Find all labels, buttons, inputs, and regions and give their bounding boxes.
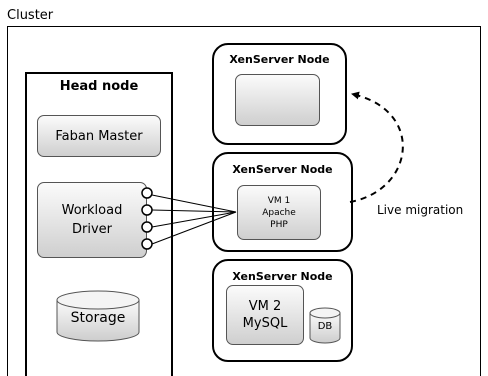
cluster-label: Cluster: [7, 8, 54, 23]
xenserver-node-3-title: XenServer Node: [232, 270, 333, 283]
vm1-label-line1: VM 1: [267, 195, 291, 206]
live-migration-arrow: [349, 91, 404, 203]
port-circle-3: [141, 221, 153, 233]
vm2-box: VM 2 MySQL: [226, 285, 304, 345]
port-circle-1: [141, 187, 153, 199]
workload-driver-label-line1: Workload: [61, 203, 123, 218]
storage-cylinder: [56, 290, 140, 342]
cluster-container: [7, 26, 481, 376]
storage-label: Storage: [70, 310, 126, 326]
db-cylinder: [309, 307, 341, 344]
vm2-label-line2: MySQL: [242, 316, 288, 331]
vm1-box: VM 1 Apache PHP: [237, 185, 321, 240]
workload-driver-label-line2: Driver: [71, 222, 112, 237]
vm2-label-line1: VM 2: [248, 299, 282, 314]
faban-master-label: Faban Master: [55, 128, 143, 144]
vm1-label-line2: Apache: [262, 207, 296, 218]
connection-lines: [151, 194, 237, 245]
faban-master-box: Faban Master: [37, 115, 161, 157]
xenserver-node-2-title: XenServer Node: [232, 163, 333, 176]
xenserver-node-1-title: XenServer Node: [229, 53, 330, 66]
vm1-label-line3: PHP: [270, 219, 288, 230]
port-circle-2: [141, 204, 153, 216]
db-label: DB: [317, 321, 333, 332]
workload-driver-box: Workload Driver: [37, 182, 147, 258]
port-circle-4: [141, 238, 153, 250]
driver-ports: [141, 187, 153, 250]
live-migration-label: Live migration: [377, 203, 464, 217]
head-node-title: Head node: [59, 79, 139, 94]
vm-slot-empty: [235, 74, 320, 126]
